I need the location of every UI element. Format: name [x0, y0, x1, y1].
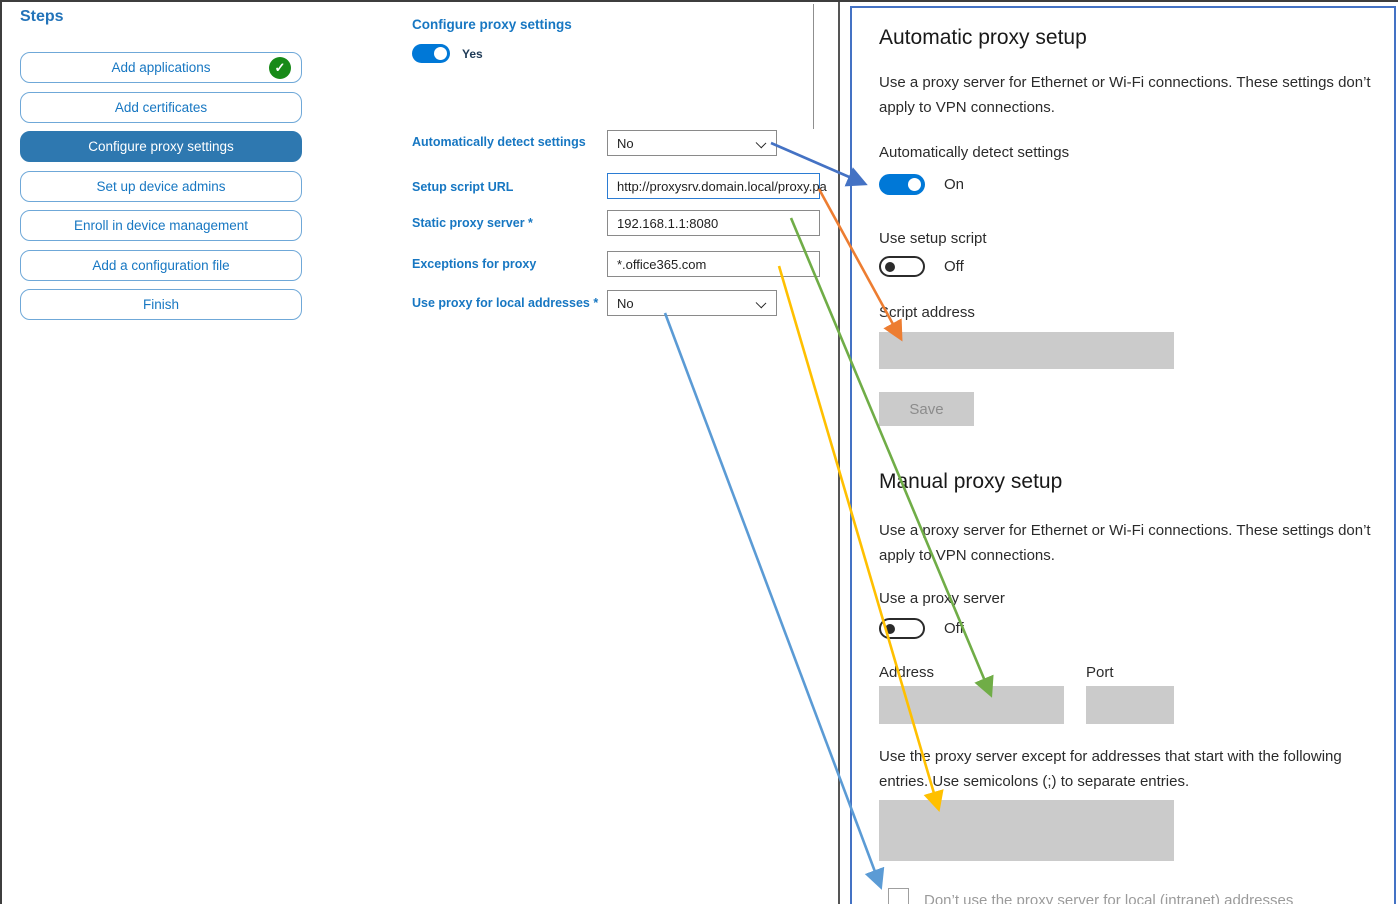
proxy-port-input[interactable]: [1086, 686, 1174, 724]
static-proxy-server-input[interactable]: 192.168.1.1:8080: [607, 210, 820, 236]
step-label: Add applications: [111, 60, 211, 75]
toggle-knob: [885, 623, 895, 634]
sidebar-item-set-up-device-admins[interactable]: Set up device admins: [20, 170, 302, 202]
sidebar-item-configure-proxy-settings[interactable]: Configure proxy settings: [20, 131, 302, 162]
sidebar-item-add-a-configuration-file[interactable]: Add a configuration file: [20, 249, 302, 281]
form-title: Configure proxy settings: [412, 17, 572, 32]
sidebar-item-add-certificates[interactable]: Add certificates: [20, 91, 302, 123]
detect-settings-label: Automatically detect settings: [879, 144, 1070, 161]
detect-settings-toggle[interactable]: [879, 174, 925, 195]
toggle-knob: [908, 178, 921, 191]
step-label: Add a configuration file: [92, 257, 230, 273]
proxy-address-input[interactable]: [879, 686, 1064, 724]
use-setup-script-toggle[interactable]: [879, 256, 925, 277]
completed-check-icon: ✓: [269, 57, 291, 79]
automatic-proxy-description: Use a proxy server for Ethernet or Wi-Fi…: [879, 74, 1371, 116]
step-label: Configure proxy settings: [88, 139, 234, 154]
field-label-exceptions: Exceptions for proxy: [412, 257, 537, 271]
setup-script-url-input[interactable]: http://proxysrv.domain.local/proxy.pa: [607, 173, 827, 199]
toggle-knob: [885, 261, 895, 272]
field-label-detect: Automatically detect settings: [412, 135, 586, 149]
windows-proxy-settings-panel: Automatic proxy setup Use a proxy server…: [850, 6, 1396, 904]
select-value: No: [617, 295, 634, 311]
script-address-input[interactable]: [879, 332, 1174, 369]
step-label: Finish: [142, 297, 179, 312]
use-proxy-server-toggle[interactable]: [879, 618, 925, 639]
detect-settings-toggle-state: On: [944, 176, 965, 193]
column-divider: [838, 2, 840, 904]
sidebar-item-add-applications[interactable]: Add applications ✓: [20, 52, 302, 83]
use-setup-script-toggle-state: Off: [944, 258, 964, 275]
section-edge-line: [813, 4, 814, 129]
intranet-bypass-checkbox-label: Don’t use the proxy server for local (in…: [924, 892, 1294, 904]
use-setup-script-label: Use setup script: [879, 230, 987, 247]
field-label-setup-script-url: Setup script URL: [412, 180, 514, 194]
steps-title: Steps: [20, 8, 64, 25]
intranet-bypass-checkbox[interactable]: [888, 888, 909, 904]
use-proxy-server-label: Use a proxy server: [879, 590, 1005, 607]
detect-settings-select[interactable]: No: [607, 130, 777, 156]
step-label: Enroll in device management: [73, 218, 249, 233]
chevron-down-icon: [755, 137, 767, 149]
local-addresses-mapping: [663, 312, 885, 890]
proxy-exceptions-input[interactable]: [879, 800, 1174, 861]
local-addresses-select[interactable]: No: [607, 290, 777, 316]
proxy-exceptions-description: Use the proxy server except for addresse…: [879, 748, 1342, 790]
exceptions-for-proxy-input[interactable]: *.office365.com: [607, 251, 820, 277]
input-value: *.office365.com: [617, 256, 707, 272]
manual-proxy-description: Use a proxy server for Ethernet or Wi-Fi…: [879, 522, 1371, 564]
use-proxy-server-toggle-state: Off: [944, 620, 964, 637]
step-label: Add certificates: [114, 99, 208, 115]
toggle-knob: [434, 47, 447, 60]
step-label: Set up device admins: [96, 178, 226, 194]
field-label-local-addresses: Use proxy for local addresses *: [412, 296, 599, 310]
input-value: 192.168.1.1:8080: [617, 215, 719, 231]
chevron-down-icon: [755, 297, 767, 309]
sidebar-item-finish[interactable]: Finish: [20, 289, 302, 320]
input-value: http://proxysrv.domain.local/proxy.pa: [617, 178, 827, 194]
automatic-proxy-setup-title: Automatic proxy setup: [879, 26, 1087, 49]
steps-sidebar: Steps Add applications ✓ Add certificate…: [18, 8, 304, 320]
field-label-static-proxy: Static proxy server *: [412, 216, 533, 230]
port-label: Port: [1086, 664, 1114, 681]
configure-proxy-toggle-state: Yes: [462, 47, 483, 61]
select-value: No: [617, 135, 634, 151]
script-address-label: Script address: [879, 304, 975, 321]
configure-proxy-toggle[interactable]: [412, 44, 450, 63]
save-button[interactable]: Save: [879, 392, 974, 426]
manual-proxy-setup-title: Manual proxy setup: [879, 470, 1063, 493]
sidebar-item-enroll-in-device-management[interactable]: Enroll in device management: [20, 210, 302, 241]
address-label: Address: [879, 664, 935, 681]
